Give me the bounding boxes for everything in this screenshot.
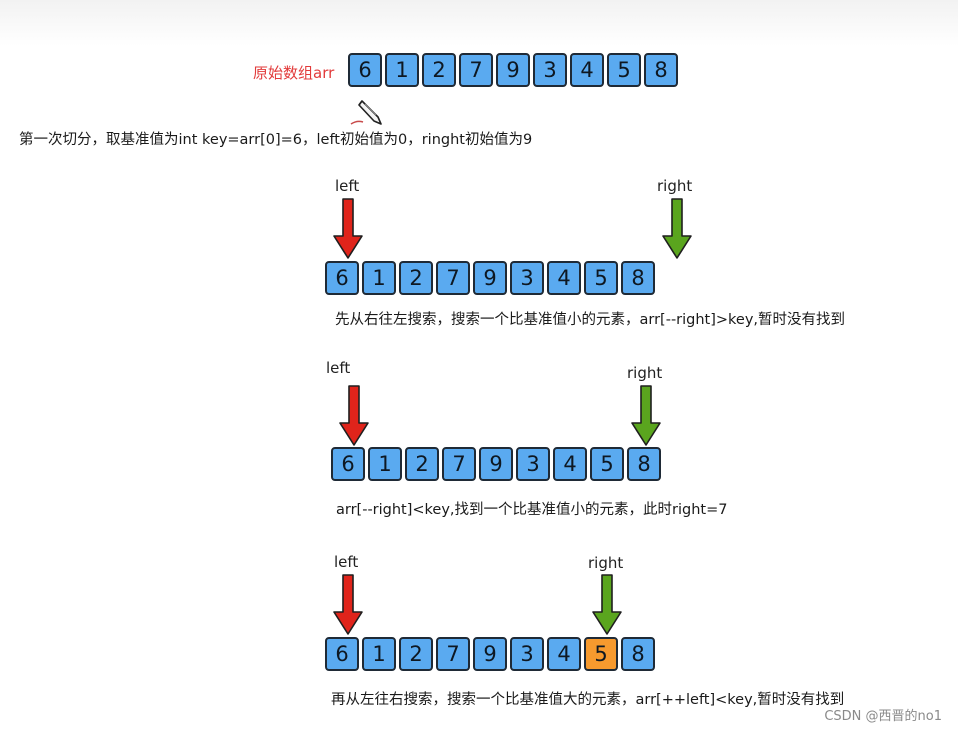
array-cell-highlighted: 5: [584, 637, 618, 671]
array-cell: 9: [496, 53, 530, 87]
right-pointer-label: right: [627, 364, 663, 382]
left-arrow-icon: [339, 385, 369, 446]
right-arrow-icon: [631, 385, 661, 446]
array-cell: 6: [325, 261, 359, 295]
watermark: CSDN @西晋的no1: [824, 709, 942, 724]
right-pointer-label: right: [588, 554, 624, 572]
right-arrow-icon: [662, 198, 692, 259]
right-pointer-label: right: [657, 177, 693, 195]
array-cell: 6: [331, 447, 365, 481]
array-cell: 5: [584, 261, 618, 295]
array-label: 原始数组arr: [253, 64, 335, 82]
array-cell: 3: [516, 447, 550, 481]
original-array: 6 1 2 7 9 3 4 5 8: [348, 53, 681, 87]
step2-array: 6 1 2 7 9 3 4 5 8: [331, 447, 664, 481]
array-cell: 6: [325, 637, 359, 671]
array-cell: 2: [405, 447, 439, 481]
scribble-mark: [350, 120, 364, 125]
array-cell: 9: [473, 637, 507, 671]
array-cell: 9: [473, 261, 507, 295]
top-toolbar-strip: [0, 0, 958, 46]
left-arrow-icon: [333, 574, 363, 635]
array-cell: 4: [570, 53, 604, 87]
array-cell: 5: [607, 53, 641, 87]
array-cell: 2: [399, 637, 433, 671]
pen-cursor-icon: [358, 100, 382, 125]
array-cell: 5: [590, 447, 624, 481]
left-arrow-icon: [333, 198, 363, 259]
step1-caption: 先从右往左搜索，搜索一个比基准值小的元素，arr[--right]>key,暂时…: [335, 312, 846, 328]
step3-caption: 再从左往右搜索，搜索一个比基准值大的元素，arr[++left]<key,暂时没…: [331, 692, 845, 708]
array-cell: 7: [436, 637, 470, 671]
array-cell: 7: [436, 261, 470, 295]
array-cell: 2: [399, 261, 433, 295]
array-cell: 1: [362, 261, 396, 295]
array-cell: 8: [644, 53, 678, 87]
array-cell: 1: [368, 447, 402, 481]
array-cell: 3: [510, 637, 544, 671]
array-cell: 3: [510, 261, 544, 295]
left-pointer-label: left: [335, 177, 360, 195]
array-cell: 1: [362, 637, 396, 671]
array-cell: 8: [621, 637, 655, 671]
right-arrow-icon: [592, 574, 622, 635]
array-cell: 7: [442, 447, 476, 481]
array-cell: 4: [547, 637, 581, 671]
left-pointer-label: left: [326, 359, 351, 377]
step3-array: 6 1 2 7 9 3 4 5 8: [325, 637, 658, 671]
array-cell: 8: [627, 447, 661, 481]
array-cell: 6: [348, 53, 382, 87]
step1-array: 6 1 2 7 9 3 4 5 8: [325, 261, 658, 295]
array-cell: 8: [621, 261, 655, 295]
array-cell: 2: [422, 53, 456, 87]
array-cell: 3: [533, 53, 567, 87]
array-cell: 1: [385, 53, 419, 87]
array-cell: 4: [547, 261, 581, 295]
array-cell: 4: [553, 447, 587, 481]
step2-caption: arr[--right]<key,找到一个比基准值小的元素，此时right=7: [336, 502, 728, 518]
left-pointer-label: left: [334, 553, 359, 571]
array-cell: 9: [479, 447, 513, 481]
intro-text: 第一次切分，取基准值为int key=arr[0]=6，left初始值为0，ri…: [19, 132, 533, 148]
array-cell: 7: [459, 53, 493, 87]
